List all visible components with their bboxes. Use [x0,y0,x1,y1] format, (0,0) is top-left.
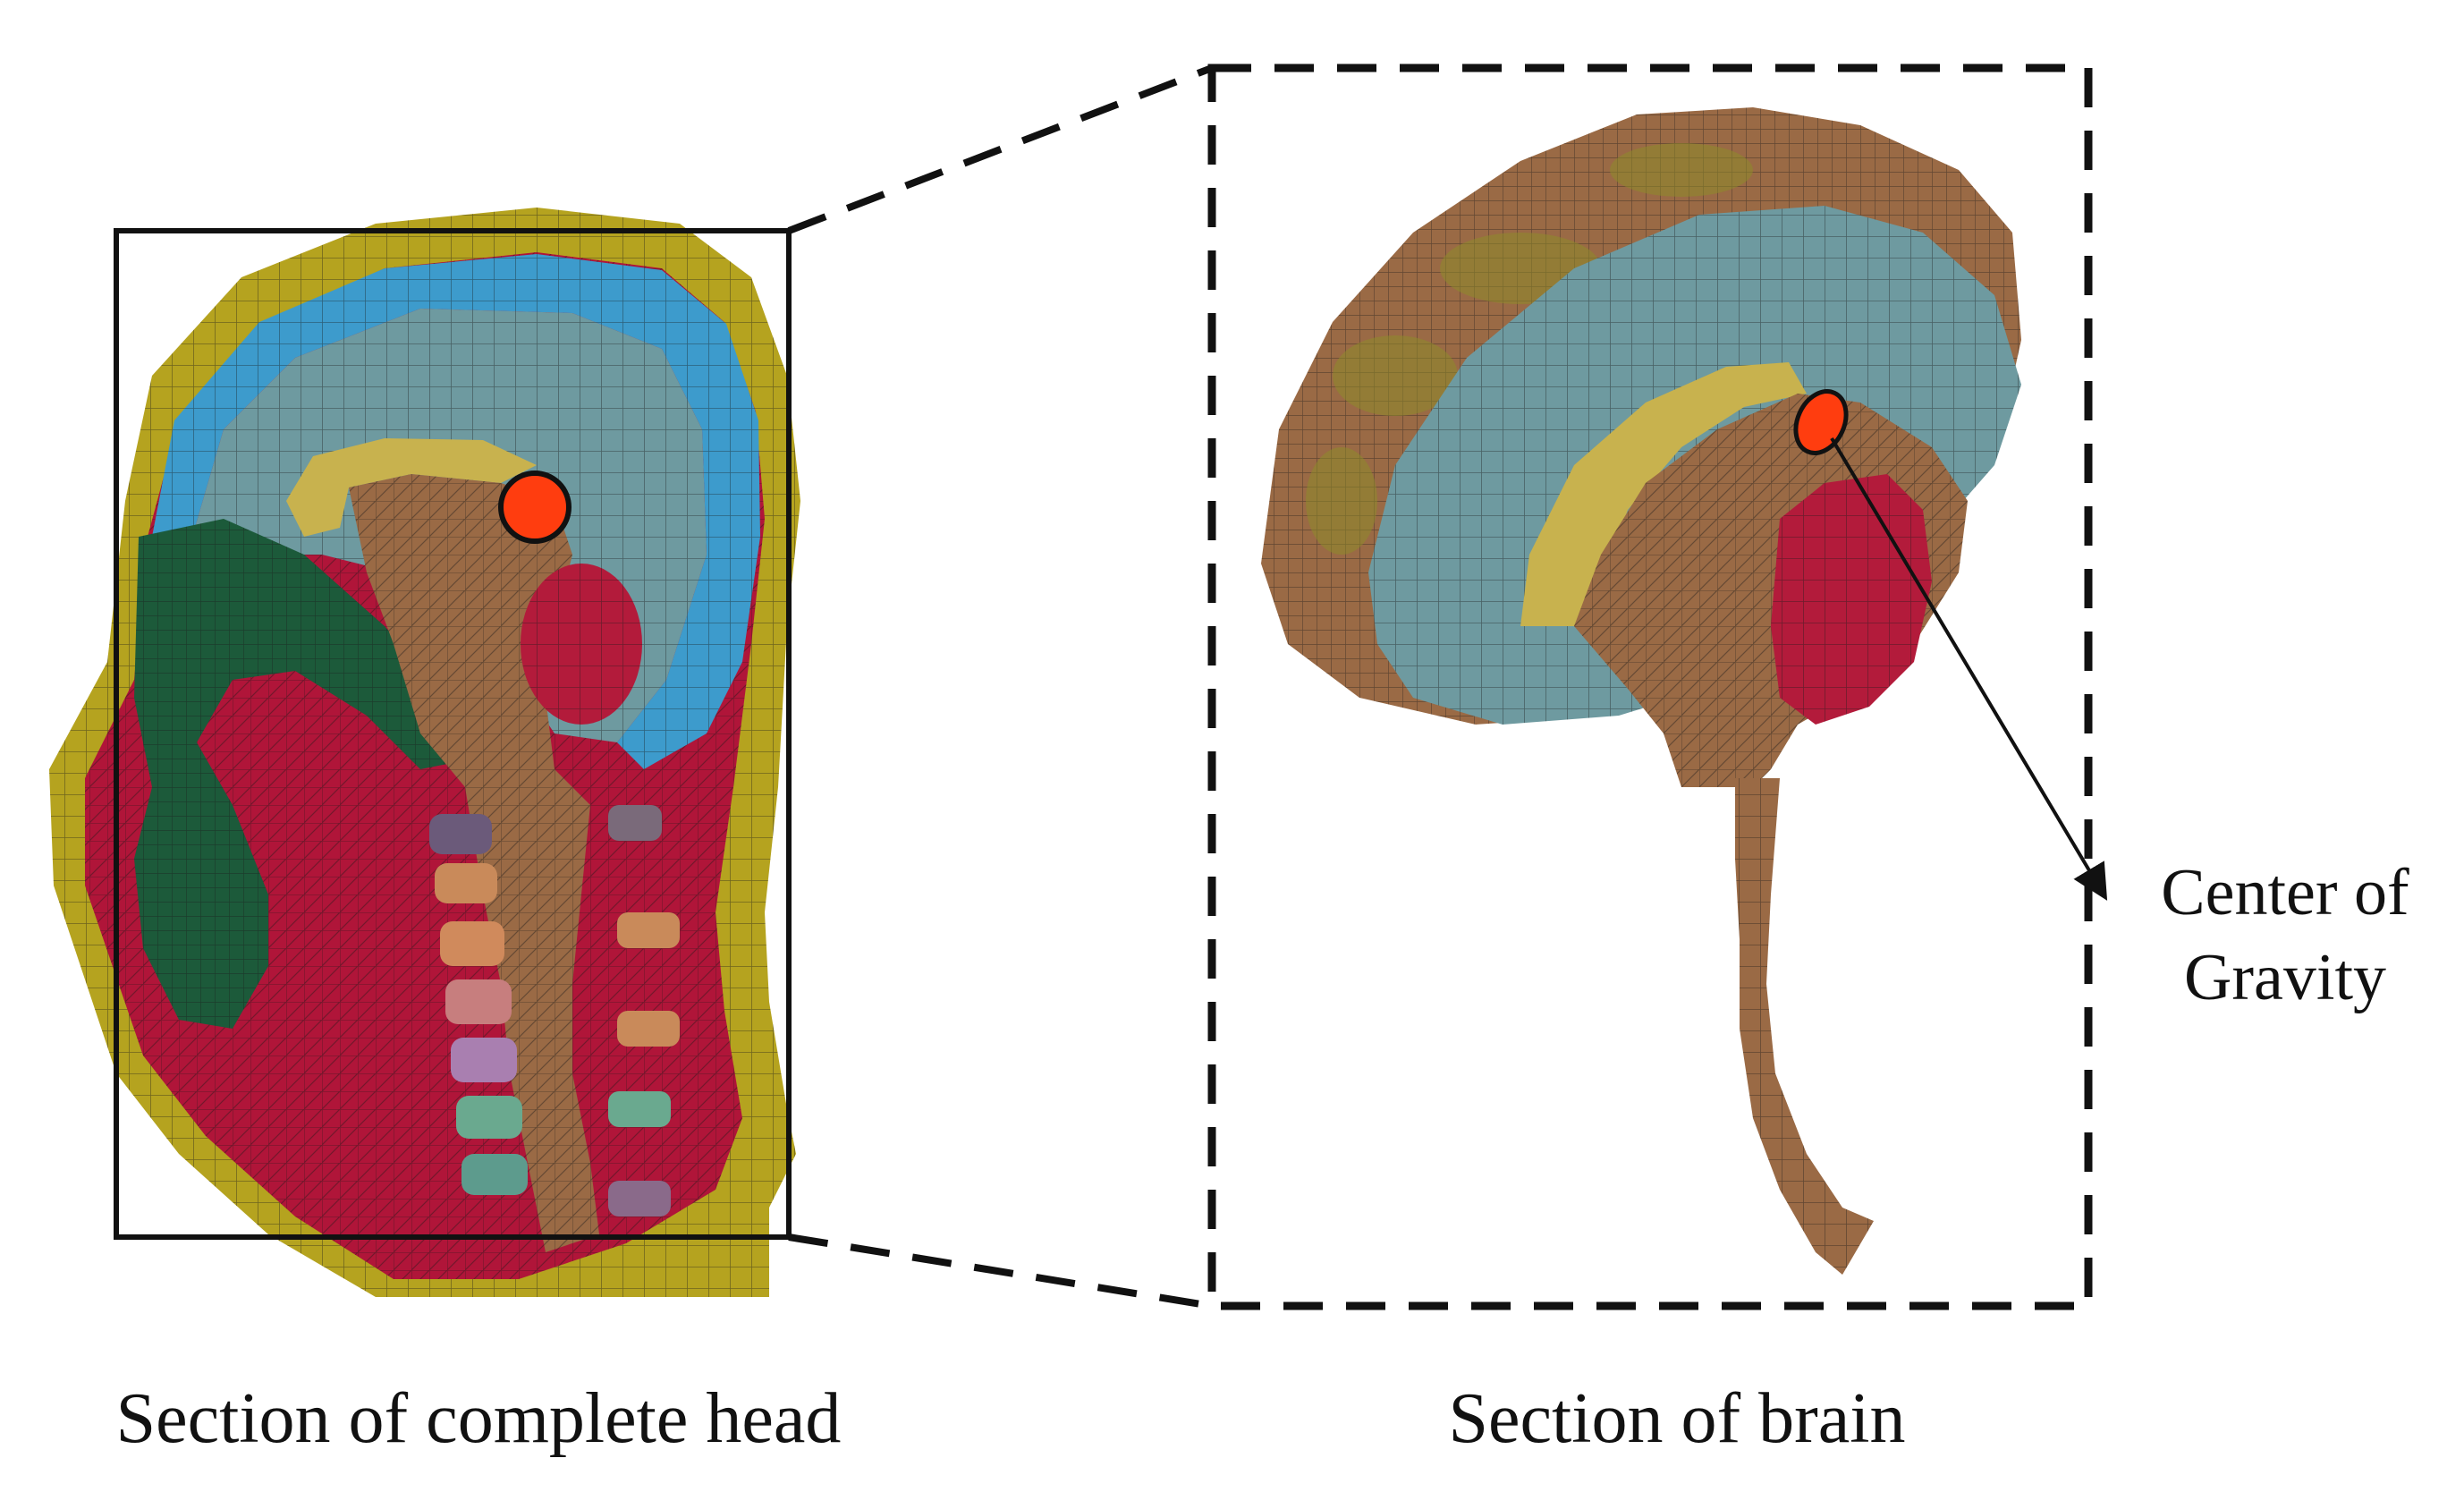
zoom-line-top [787,64,1214,234]
center-of-gravity-arrow [1830,437,2108,901]
brain-center-of-gravity-marker [1793,389,1849,455]
brain-section [1261,107,2021,1275]
vertebrae [429,805,680,1217]
head-frame [114,228,792,1240]
annotation-line-2: Gravity [2184,941,2386,1014]
head-center-of-gravity-marker [498,471,572,544]
corpus-callosum [286,438,537,537]
brain-corpus-callosum [1520,362,1807,626]
complete-head-section [49,208,800,1297]
zoom-line-bottom [788,1233,1213,1310]
brain-frame [1207,64,2093,1310]
caption-brain: Section of brain [1449,1379,1906,1458]
caption-complete-head: Section of complete head [116,1379,842,1458]
annotation-line-1: Center of [2161,856,2409,929]
